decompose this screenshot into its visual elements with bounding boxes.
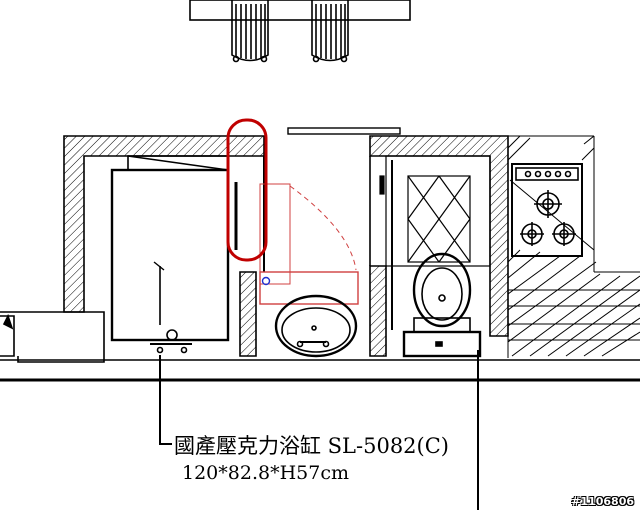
shower-tiles: [379, 155, 491, 330]
walls: [63, 135, 509, 357]
window: [287, 127, 401, 135]
bathtub: [110, 155, 230, 354]
kitchen-counter: [507, 135, 640, 358]
bathtub-model-label: 國產壓克力浴缸 SL-5082(C): [174, 434, 449, 458]
dining-chair-left: [189, 0, 411, 63]
toilet: [402, 252, 482, 358]
bathtub-size-label: 120*82.8*H57cm: [182, 462, 349, 484]
leader-lines: [159, 350, 479, 510]
step: [0, 311, 105, 363]
image-id-watermark: #1106806: [571, 495, 634, 508]
dining-chair-right: [311, 0, 349, 63]
stove: [511, 163, 583, 257]
door-swing: [259, 183, 357, 285]
sink: [259, 271, 359, 358]
highlight-oval: [226, 118, 268, 262]
floor-edge: [0, 359, 640, 382]
